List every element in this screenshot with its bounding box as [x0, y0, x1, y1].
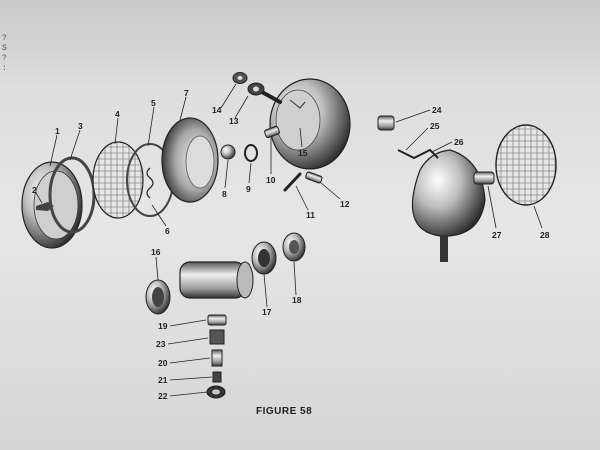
- callout-27: 27: [492, 230, 502, 240]
- callout-9: 9: [246, 184, 251, 194]
- callout-10: 10: [266, 175, 276, 185]
- callout-3: 3: [78, 121, 83, 131]
- callout-24: 24: [432, 105, 442, 115]
- margin-marks: ? S ? :: [2, 34, 12, 74]
- fog-lamp-body: [411, 149, 486, 262]
- bulb-holder: [220, 144, 236, 160]
- callout-25: 25: [430, 121, 440, 131]
- callout-11: 11: [306, 210, 315, 220]
- fog-lamp-screw: [377, 115, 395, 131]
- fog-lamp-bulb: [473, 171, 495, 185]
- margin-mark: :: [2, 64, 7, 73]
- callout-23: 23: [156, 339, 166, 349]
- leader-lines: [35, 83, 543, 397]
- fog-lamp-bracket: [397, 148, 439, 160]
- callout-4: 4: [115, 109, 120, 119]
- reflector: [161, 117, 219, 203]
- callout-17: 17: [262, 307, 272, 317]
- callout-12: 12: [340, 199, 350, 209]
- lamp-body-tube: [179, 261, 254, 299]
- end-cap: [282, 232, 306, 262]
- tube-gasket-right: [251, 241, 277, 275]
- callout-13: 13: [229, 116, 239, 126]
- callout-22: 22: [158, 391, 168, 401]
- margin-mark: ?: [2, 54, 7, 63]
- callout-15: 15: [298, 148, 308, 158]
- callout-2: 2: [32, 185, 37, 195]
- callout-14: 14: [212, 105, 222, 115]
- callout-20: 20: [158, 358, 168, 368]
- switch-stack: [206, 314, 227, 399]
- tube-gasket-left: [145, 279, 171, 315]
- fog-lamp-lens: [495, 124, 557, 206]
- rim-gasket: [48, 156, 96, 234]
- holder-clip: [244, 144, 258, 162]
- screw: [283, 172, 302, 192]
- stud-washer: [247, 82, 265, 96]
- callout-5: 5: [151, 98, 156, 108]
- callout-6: 6: [165, 226, 170, 236]
- stud-nut: [232, 72, 248, 84]
- callout-8: 8: [222, 189, 227, 199]
- callout-28: 28: [540, 230, 550, 240]
- connector: [264, 125, 280, 139]
- callout-21: 21: [158, 375, 168, 385]
- terminal: [305, 171, 323, 184]
- lamp-shell: [269, 78, 351, 170]
- callout-7: 7: [184, 88, 189, 98]
- margin-mark: S: [2, 44, 7, 53]
- callout-18: 18: [292, 295, 302, 305]
- callout-16: 16: [151, 247, 161, 257]
- shell-stud: [260, 90, 282, 104]
- callout-26: 26: [454, 137, 464, 147]
- margin-mark: ?: [2, 34, 7, 43]
- callout-19: 19: [158, 321, 168, 331]
- figure-caption: FIGURE 58: [256, 406, 313, 417]
- callout-1: 1: [55, 126, 60, 136]
